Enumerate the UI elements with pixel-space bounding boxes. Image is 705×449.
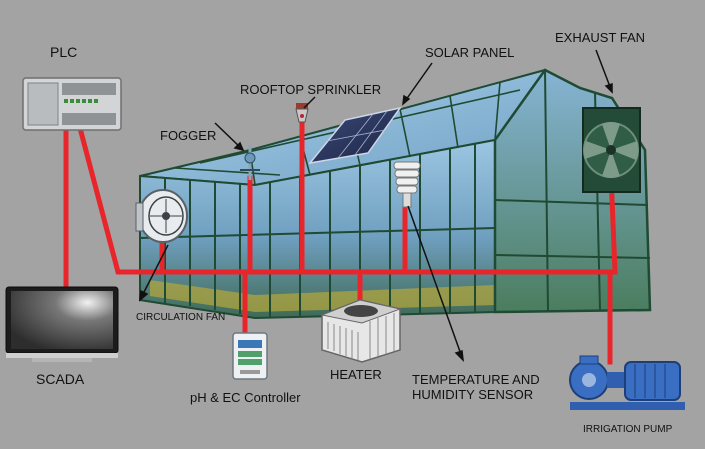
exhaust-fan [582,107,641,193]
irrigation-pump [569,355,685,410]
plc-unit [22,77,122,131]
heater-unit [320,299,402,363]
temperature-humidity-sensor [393,161,421,208]
heater-label: HEATER [330,367,382,382]
plc-label: PLC [50,44,78,60]
pointer-arrows [139,49,613,363]
circulation-fan [135,189,188,243]
temperature-sensor-label-line1: TEMPERATURE AND [412,372,540,387]
ph-ec-controller [232,332,268,380]
fogger-label: FOGGER [160,128,217,143]
temperature-sensor-label-line2: HUMIDITY SENSOR [412,387,534,402]
rooftop-sprinkler-label: ROOFTOP SPRINKLER [240,82,382,97]
irrigation-pump-label: IRRIGATION PUMP [583,424,673,435]
wiring [63,122,618,365]
scada-label: SCADA [36,371,85,387]
solar-panel-label: SOLAR PANEL [425,45,515,60]
solar-panel [308,106,402,165]
ph-ec-controller-label: pH & EC Controller [190,390,301,405]
circulation-fan-label: CIRCULATION FAN [136,312,226,323]
exhaust-fan-label: EXHAUST FAN [555,30,646,45]
fogger [240,145,260,180]
greenhouse [139,68,652,320]
scada-monitor [5,286,119,362]
rooftop-sprinkler [295,103,309,123]
